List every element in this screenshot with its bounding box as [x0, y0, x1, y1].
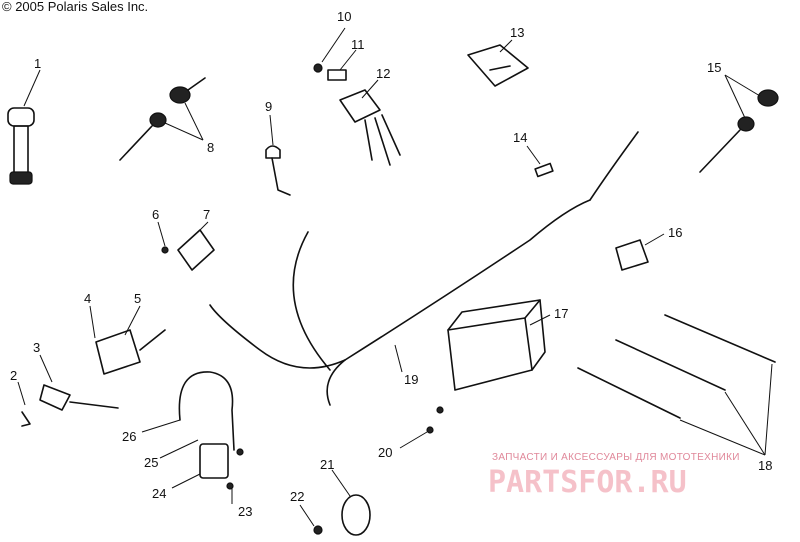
- callout-2: 2: [10, 368, 17, 383]
- watermark-tagline: ЗАПЧАСТИ И АКСЕССУАРЫ ДЛЯ МОТОТЕХНИКИ: [492, 452, 740, 463]
- part-13-cover: [467, 39, 529, 87]
- callout-7: 7: [203, 207, 210, 222]
- watermark: ЗАПЧАСТИ И АКСЕССУАРЫ ДЛЯ МОТОТЕХНИКИ PA…: [488, 452, 740, 500]
- callout-11: 11: [351, 37, 365, 52]
- callout-12: 12: [376, 66, 390, 81]
- part-8-switch-assembly: [119, 77, 206, 161]
- part-17-battery: [447, 299, 551, 391]
- part-9-sensor: [265, 114, 291, 196]
- callout-19: 19: [404, 372, 418, 387]
- part-21-22-horn: [299, 469, 371, 536]
- callout-14: 14: [513, 130, 527, 145]
- part-19-main-harness: [209, 131, 639, 406]
- callout-1: 1: [34, 56, 41, 71]
- part-14-fuse: [526, 145, 554, 178]
- callout-23: 23: [238, 504, 252, 519]
- callout-5: 5: [134, 291, 141, 306]
- callout-22: 22: [290, 489, 304, 504]
- callout-26: 26: [122, 429, 136, 444]
- callout-25: 25: [144, 455, 158, 470]
- part-16-relay: [615, 233, 665, 271]
- callout-8: 8: [207, 140, 214, 155]
- callout-13: 13: [510, 25, 524, 40]
- part-10-11-fasteners: [313, 27, 357, 81]
- watermark-logo: PARTSFOR.RU: [488, 465, 687, 500]
- callout-17: 17: [554, 306, 568, 321]
- callout-21: 21: [320, 457, 334, 472]
- callout-6: 6: [152, 207, 159, 222]
- callout-20: 20: [378, 445, 392, 460]
- part-4-5-regulator: [89, 305, 166, 375]
- callout-15: 15: [707, 60, 721, 75]
- part-20-bolt: [399, 406, 444, 449]
- callout-18: 18: [758, 458, 772, 473]
- part-6-7-module: [157, 221, 215, 271]
- callout-10: 10: [337, 9, 351, 24]
- part-12-cdi-box: [339, 79, 401, 166]
- callout-16: 16: [668, 225, 682, 240]
- part-18-straps: [577, 314, 776, 456]
- part-23-26-ignition-coil: [141, 371, 244, 504]
- part-15-switch-assembly: [699, 74, 779, 173]
- callout-9: 9: [265, 99, 272, 114]
- callout-24: 24: [152, 486, 166, 501]
- part-2-3-switch: [17, 354, 119, 427]
- callout-3: 3: [33, 340, 40, 355]
- copyright-text: © 2005 Polaris Sales Inc.: [2, 0, 149, 14]
- part-1-ignition-switch: [7, 69, 41, 185]
- callout-4: 4: [84, 291, 91, 306]
